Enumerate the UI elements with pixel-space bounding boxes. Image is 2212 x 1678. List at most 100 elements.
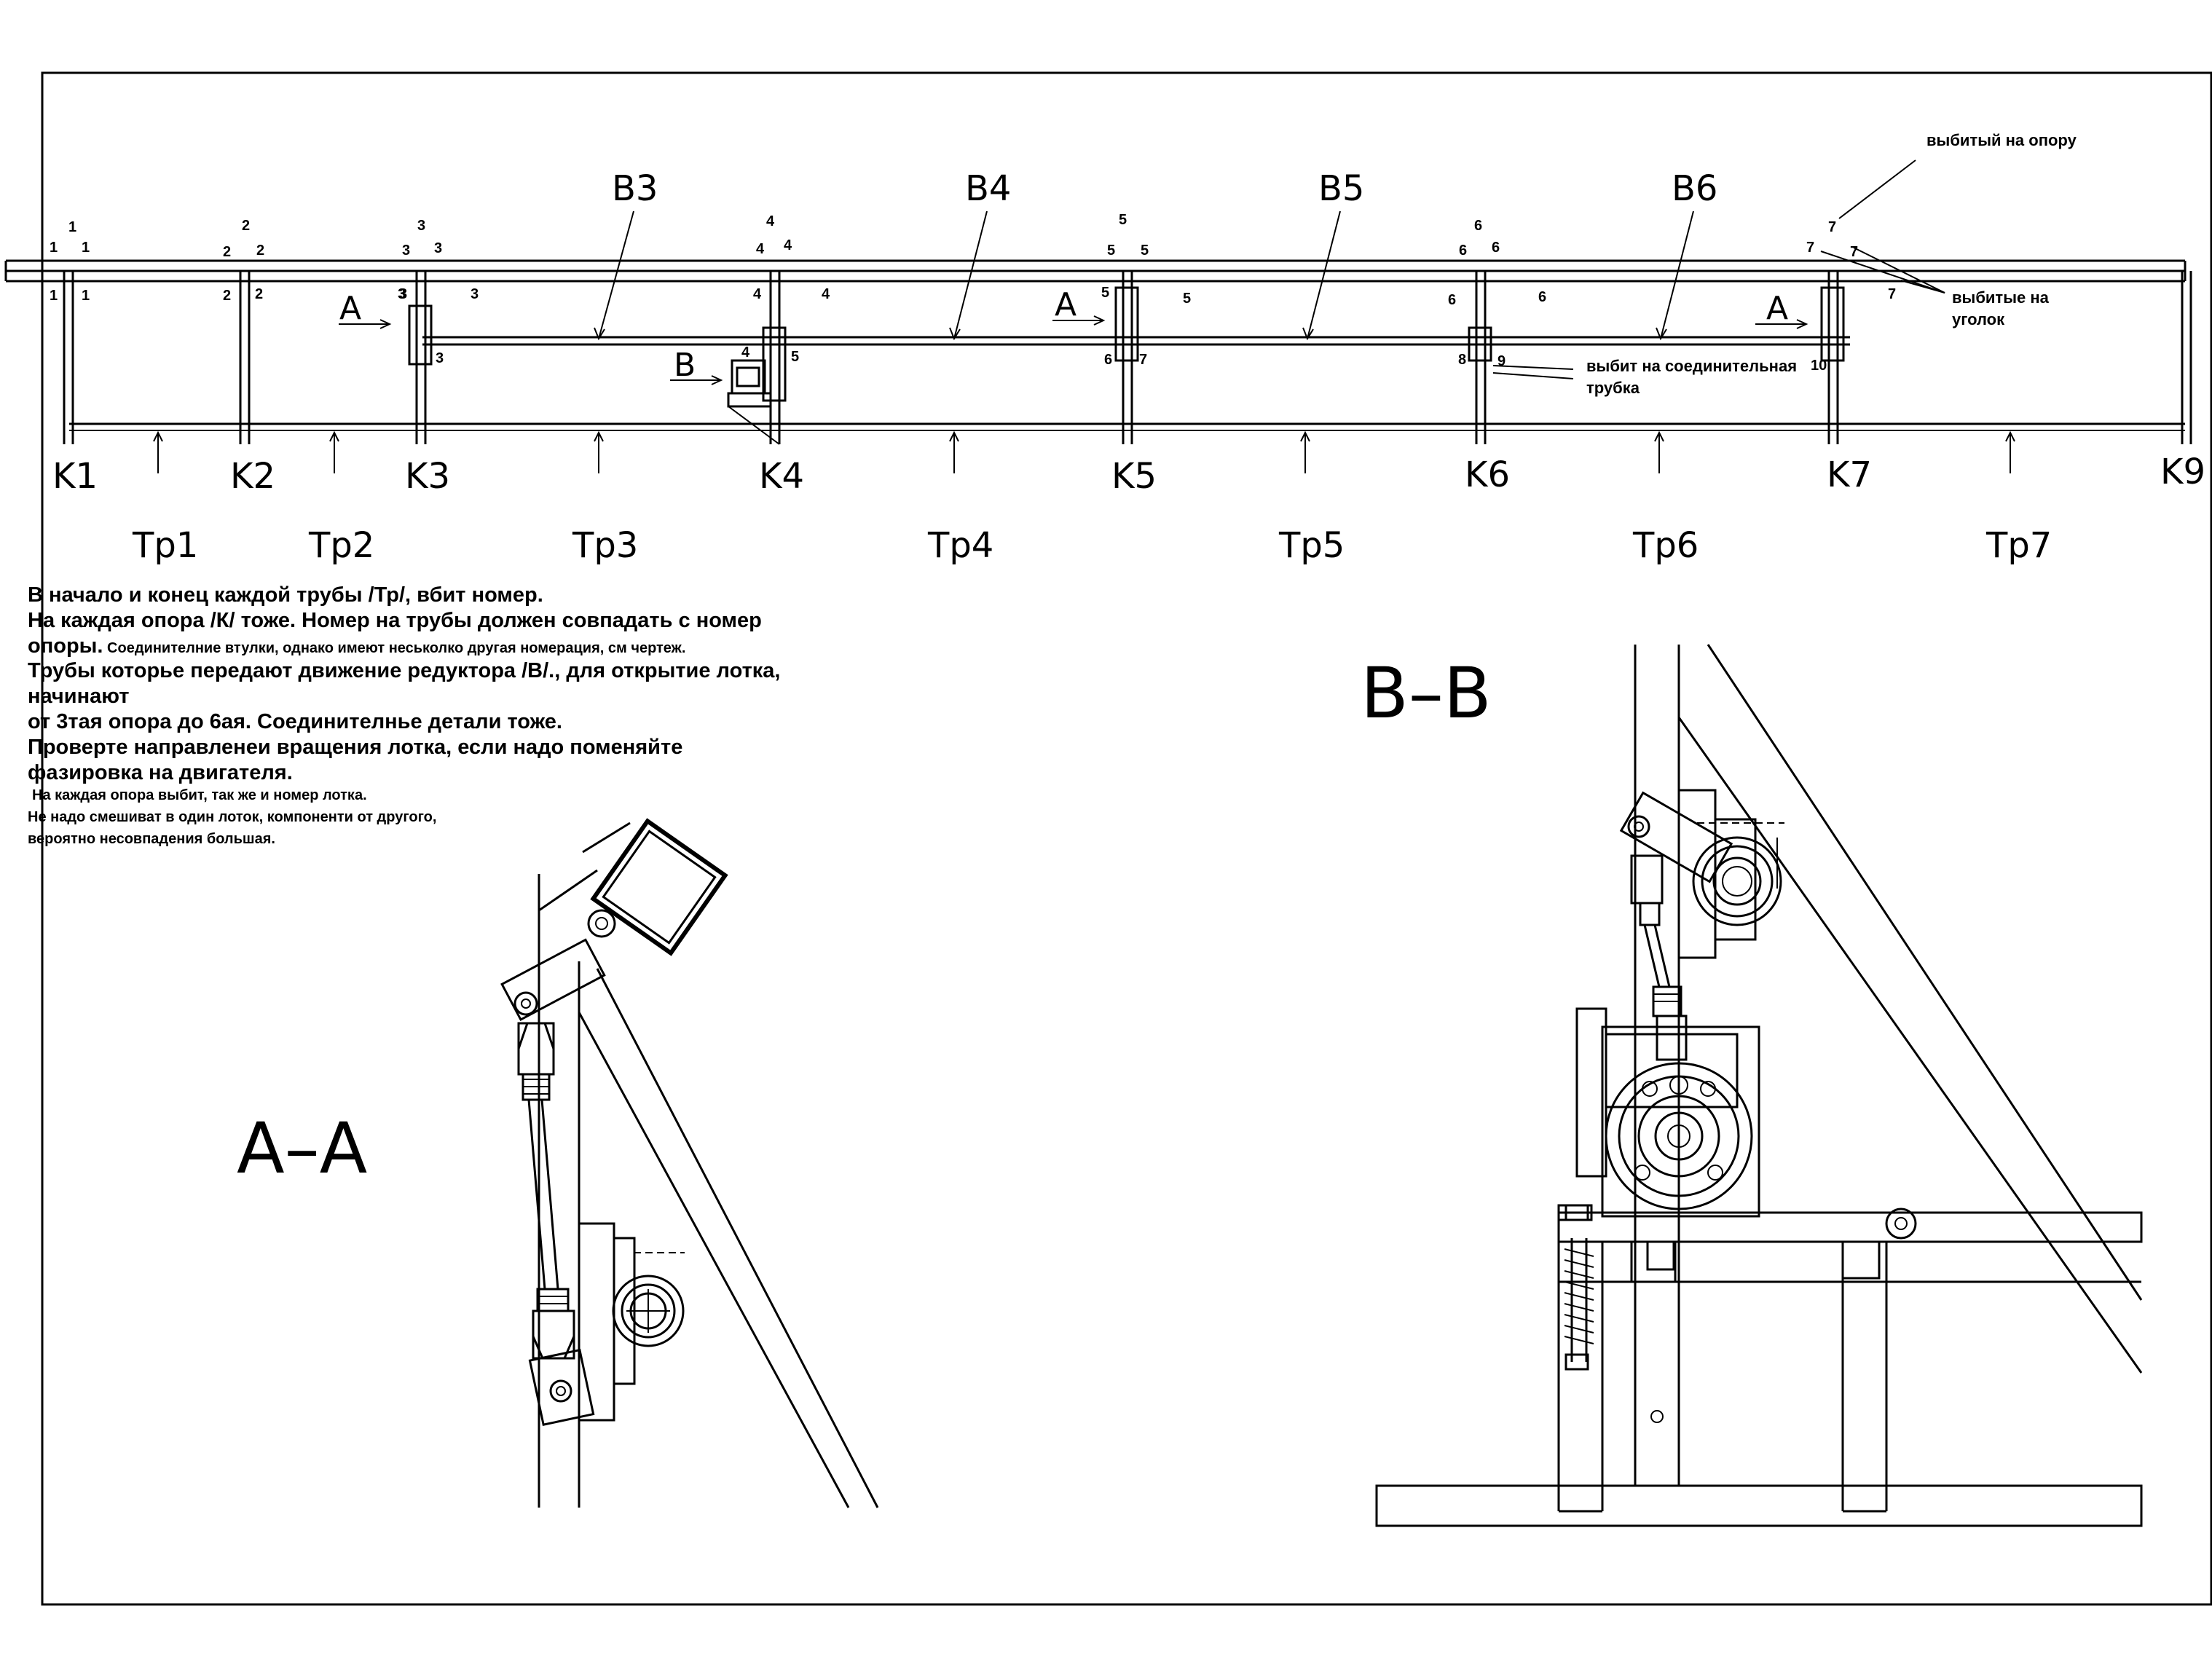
- svg-text:2: 2: [223, 288, 231, 304]
- note-line-9: На каждая опора выбит, так же и номер ло…: [32, 787, 367, 804]
- annotation-punched-on-tube-1: выбит на соединительная: [1586, 357, 1797, 375]
- support-label-k5: K5: [1111, 456, 1157, 497]
- support-label-k9: K9: [2160, 452, 2205, 492]
- note-line-5: начинают: [28, 685, 130, 709]
- svg-text:6: 6: [1474, 218, 1482, 234]
- note-line-3: опоры. Соединителние втулки, однако имею…: [28, 634, 686, 658]
- svg-text:6: 6: [1538, 289, 1546, 305]
- annotation-punched-on-angle-2: уголок: [1952, 310, 2005, 328]
- svg-text:3: 3: [399, 286, 407, 302]
- svg-text:5: 5: [1183, 291, 1191, 307]
- section-title-bb: B–B: [1361, 653, 1492, 734]
- annotation-punched-on-tube-2: трубка: [1586, 379, 1640, 397]
- svg-text:3: 3: [402, 243, 410, 259]
- svg-text:6: 6: [1492, 240, 1500, 256]
- svg-text:7: 7: [1888, 286, 1896, 302]
- svg-text:3: 3: [434, 240, 442, 256]
- svg-text:1: 1: [50, 288, 58, 304]
- pipe-label-tp1: Тр1: [132, 525, 198, 566]
- pipe-label-tp7: Тр7: [1985, 525, 2052, 566]
- annotation-punched-on-angle-1: выбитые на: [1952, 288, 2050, 307]
- notes-block: В начало и конец каждой трубы /Тр/, вбит…: [28, 583, 902, 848]
- note-line-2: На каждая опора /К/ тоже. Номер на трубы…: [28, 608, 762, 632]
- shaft-label-b6: B6: [1672, 168, 1717, 209]
- note-line-10: Не надо смешиват в один лоток, компонент…: [28, 809, 437, 826]
- svg-text:1: 1: [50, 240, 58, 256]
- shaft-couplings: [408, 286, 1845, 402]
- svg-text:7: 7: [1806, 240, 1814, 256]
- svg-text:4: 4: [756, 241, 765, 257]
- section-title-aa: A–A: [237, 1108, 367, 1189]
- note-line-8: фазировка на двигателя.: [28, 760, 293, 784]
- annotation-leaders: [1492, 159, 1945, 379]
- svg-text:7: 7: [1850, 244, 1858, 260]
- section-arrow-a-2: A: [1055, 286, 1077, 323]
- support-label-k2: K2: [230, 456, 275, 497]
- svg-text:7: 7: [1828, 219, 1836, 235]
- section-arrow-a-1: A: [339, 290, 361, 327]
- drawing-frame: [41, 71, 2212, 1606]
- svg-text:2: 2: [256, 243, 264, 259]
- annotation-punched-on-support: выбитый на опору: [1926, 131, 2077, 149]
- svg-text:8: 8: [1458, 352, 1466, 368]
- svg-text:5: 5: [791, 349, 799, 365]
- pipe-label-tp4: Тр4: [927, 525, 993, 566]
- support-label-k3: K3: [405, 456, 450, 497]
- support-label-k6: K6: [1465, 454, 1510, 495]
- pipe-label-tp6: Тр6: [1632, 525, 1699, 566]
- svg-text:4: 4: [766, 213, 775, 229]
- shaft-label-b4: B4: [965, 168, 1011, 209]
- svg-text:1: 1: [82, 240, 90, 256]
- coupling-numbers: 3 8 9 10: [398, 286, 1827, 374]
- svg-text:3: 3: [436, 350, 444, 366]
- svg-text:6: 6: [1448, 292, 1456, 308]
- svg-text:2: 2: [223, 244, 231, 260]
- pipe-label-tp5: Тр5: [1278, 525, 1345, 566]
- svg-text:3: 3: [417, 218, 425, 234]
- shaft-label-b3: B3: [612, 168, 658, 209]
- svg-text:4: 4: [822, 286, 830, 302]
- note-line-6: от 3тая опора до 6ая. Соединителнье дета…: [28, 709, 562, 733]
- svg-text:4: 4: [784, 237, 792, 253]
- svg-text:6: 6: [1104, 352, 1112, 368]
- svg-text:5: 5: [1141, 243, 1149, 259]
- note-line-7: Проверте направленеи вращения лотка, есл…: [28, 735, 683, 759]
- svg-text:4: 4: [741, 344, 750, 361]
- svg-text:5: 5: [1119, 212, 1127, 228]
- svg-text:2: 2: [242, 218, 250, 234]
- pipe-leader-arrows: [153, 430, 2015, 473]
- svg-text:6: 6: [1459, 243, 1467, 259]
- section-arrow-b: B: [674, 347, 696, 384]
- svg-text:5: 5: [1107, 243, 1115, 259]
- svg-text:3: 3: [471, 286, 479, 302]
- pipe-label-tp3: Тр3: [572, 525, 638, 566]
- svg-text:7: 7: [1139, 352, 1147, 368]
- gearbox-top-view: [727, 359, 780, 445]
- section-bb-drawing: [1375, 644, 2143, 1527]
- svg-text:10: 10: [1811, 358, 1827, 374]
- svg-text:1: 1: [68, 219, 76, 235]
- support-label-k7: K7: [1827, 454, 1872, 495]
- spring: [1564, 1204, 1594, 1371]
- section-arrow-a-3: A: [1766, 290, 1788, 327]
- svg-text:9: 9: [1497, 353, 1506, 369]
- svg-text:5: 5: [1101, 285, 1109, 301]
- section-aa-drawing: [500, 818, 879, 1508]
- support-numbers: 1 1 1 1 1 2 2 2 2 2 3 3 3 3 3 3 4 4 4 4 …: [50, 212, 1896, 368]
- note-line-11: вероятно несовпадения большая.: [28, 831, 275, 848]
- shaft-label-b5: B5: [1318, 168, 1364, 209]
- support-label-k4: K4: [759, 456, 804, 497]
- support-label-k1: K1: [52, 456, 98, 497]
- note-line-4: Трубы которье передают движение редуктор…: [28, 659, 781, 683]
- note-line-1: В начало и конец каждой трубы /Тр/, вбит…: [28, 583, 543, 607]
- svg-text:4: 4: [753, 286, 762, 302]
- svg-text:1: 1: [82, 288, 90, 304]
- svg-text:3: 3: [398, 286, 406, 302]
- svg-text:2: 2: [255, 286, 263, 302]
- section-cut-arrows: [339, 315, 1808, 385]
- top-view: [4, 159, 2192, 473]
- shaft-leader-lines: [594, 210, 1694, 341]
- support-columns: [63, 271, 2192, 444]
- pipe-label-tp2: Тр2: [308, 525, 374, 566]
